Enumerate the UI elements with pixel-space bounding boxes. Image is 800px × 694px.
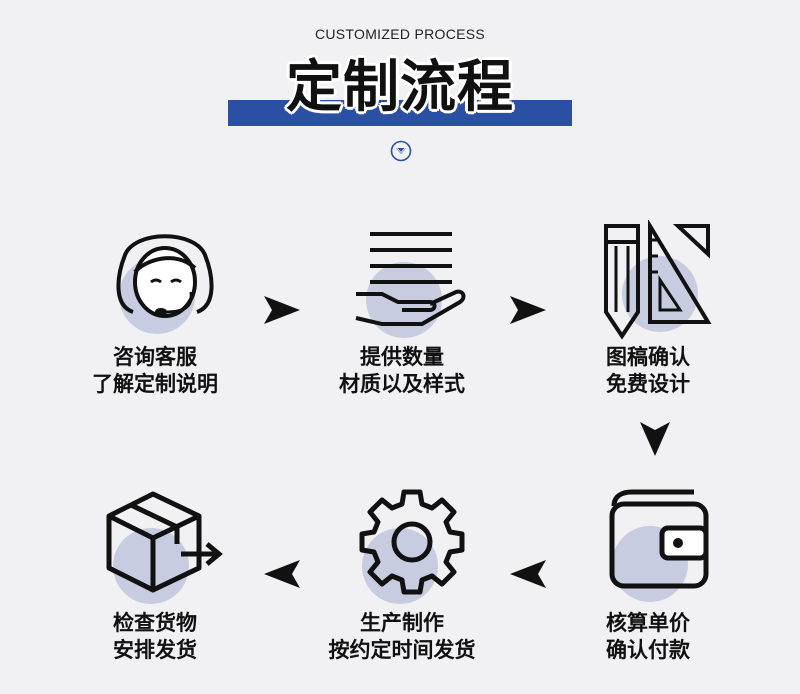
arrow-left-icon — [264, 560, 300, 588]
title-underline-bar — [228, 100, 572, 126]
chevron-down-circle-icon — [390, 140, 412, 162]
arrow-left-icon — [510, 560, 546, 588]
customer-service-headset-icon — [116, 234, 214, 318]
hand-document-icon — [355, 232, 466, 326]
title-block: 定制流程 — [228, 52, 572, 132]
step-provide-line2: 材质以及样式 — [339, 372, 465, 396]
step-design-line1: 图稿确认 — [606, 345, 690, 369]
step-production: 生产制作 按约定时间发货 — [302, 486, 502, 666]
step-provide-line1: 提供数量 — [360, 345, 444, 369]
step-design: 图稿确认 免费设计 — [548, 220, 748, 400]
step-provide: 提供数量 材质以及样式 — [302, 220, 502, 400]
gear-icon — [359, 489, 465, 595]
step-payment: 核算单价 确认付款 — [548, 486, 748, 666]
step-payment-line1: 核算单价 — [606, 611, 690, 635]
wallet-icon — [609, 489, 709, 589]
step-design-line2: 免费设计 — [606, 372, 690, 396]
step-consult-line1: 咨询客服 — [113, 345, 197, 369]
step-shipping-line2: 安排发货 — [113, 638, 197, 662]
step-shipping-line1: 检查货物 — [113, 611, 197, 635]
step-shipping: 检查货物 安排发货 — [55, 486, 255, 666]
arrow-down-icon — [640, 422, 670, 456]
step-payment-line2: 确认付款 — [606, 638, 690, 662]
step-consult: 咨询客服 了解定制说明 — [55, 220, 255, 400]
subtitle: CUSTOMIZED PROCESS — [314, 26, 486, 42]
arrow-right-icon — [510, 296, 546, 324]
page-title: 定制流程 — [286, 55, 514, 120]
pencil-ruler-icon — [604, 220, 712, 340]
arrow-right-icon — [264, 296, 300, 324]
step-production-line2: 按约定时间发货 — [328, 638, 476, 662]
step-production-line1: 生产制作 — [360, 611, 444, 635]
step-consult-line2: 了解定制说明 — [92, 372, 218, 396]
box-shipping-icon — [106, 491, 223, 593]
